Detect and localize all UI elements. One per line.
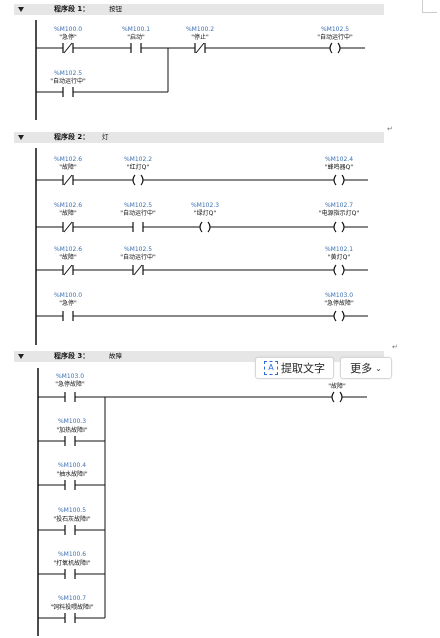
extract-text-button[interactable]: A 提取文字 — [255, 357, 334, 379]
seg3-b1-addr: %M100.4 — [58, 462, 86, 469]
contact-nc-fault-3 — [62, 264, 74, 276]
segment-name: 故障 — [109, 352, 122, 360]
seg3-b4-tag: "饲料投喂故障I" — [50, 603, 94, 611]
seg2-r4-coil-addr: %M103.0 — [325, 292, 353, 299]
seg2-r3-c1-tag: "故障" — [59, 253, 77, 261]
segment-title: 程序段 1： — [54, 5, 90, 13]
seg3-b0-addr: %M100.3 — [58, 418, 86, 425]
seg1-coil-addr: %M102.5 — [321, 26, 349, 33]
coil-estop-fault — [333, 310, 345, 322]
seg2-r2-c3-tag: "绿灯Q" — [194, 209, 216, 217]
seg3-b2-addr: %M100.5 — [58, 507, 86, 514]
segment-title: 程序段 3： — [54, 352, 90, 360]
seg2-r4-coil-tag: "急停故障" — [324, 299, 354, 307]
seg1-c2-addr: %M100.1 — [122, 26, 150, 33]
collapse-triangle-icon[interactable] — [18, 135, 24, 140]
paragraph-mark-icon: ↵ — [387, 125, 393, 133]
seg2-r2-c1-addr: %M102.6 — [54, 202, 82, 209]
seg1-c3-tag: "停止" — [191, 33, 209, 41]
seg3-c1-addr: %M103.0 — [56, 373, 84, 380]
contact-nc-fault-2 — [62, 221, 74, 233]
seg2-r1-coil-addr: %M102.4 — [325, 156, 353, 163]
seg3-b3-tag: "打氧机故障I" — [53, 559, 91, 567]
ocr-icon: A — [264, 361, 278, 375]
seg2-r2-c3-addr: %M102.3 — [191, 202, 219, 209]
seg2-r2-coil-addr: %M102.7 — [325, 202, 353, 209]
seg2-r1-c1-tag: "故障" — [59, 163, 77, 171]
coil-yellow-lamp — [333, 264, 345, 276]
seg2-r3-c2-tag: "自动运行中" — [120, 253, 156, 261]
extract-text-label: 提取文字 — [281, 362, 325, 375]
seg2-r4-c1-addr: %M100.0 — [54, 292, 82, 299]
seg1-coil-tag: "自动运行中" — [317, 33, 353, 41]
seg2-r3-coil-tag: "黄灯Q" — [328, 253, 350, 261]
contact-no-start — [130, 42, 142, 54]
contact-nc-estop — [62, 42, 74, 54]
segment-name: 灯 — [102, 133, 109, 141]
seg2-r2-c2-tag: "自动运行中" — [120, 209, 156, 217]
seg3-coil-tag: "故障" — [328, 382, 346, 390]
seg1-branch-addr: %M102.5 — [54, 70, 82, 77]
coil-red-lamp-inline — [132, 174, 144, 186]
segment-2-header[interactable]: 程序段 2： 灯 — [14, 132, 384, 143]
coil-green-lamp-inline — [199, 221, 211, 233]
collapse-triangle-icon[interactable] — [18, 354, 24, 359]
contact-nc-fault — [62, 174, 74, 186]
seg2-r2-c2-addr: %M102.5 — [124, 202, 152, 209]
seg1-c3-addr: %M100.2 — [186, 26, 214, 33]
page-corner — [422, 0, 437, 13]
seg2-r2-coil-tag: "电源指示灯Q" — [319, 209, 359, 217]
contact-no-estop — [62, 310, 74, 322]
contact-no-auto-run-branch — [62, 86, 74, 98]
segment-name: 按钮 — [109, 5, 122, 13]
contact-no-auto-run — [132, 221, 144, 233]
seg2-r1-coil-tag: "蜂鸣器Q" — [325, 163, 353, 171]
seg2-r1-c1-addr: %M102.6 — [54, 156, 82, 163]
coil-auto-run — [329, 42, 341, 54]
collapse-triangle-icon[interactable] — [18, 7, 24, 12]
segment-title: 程序段 2： — [54, 133, 90, 141]
seg1-c1-addr: %M100.0 — [54, 26, 82, 33]
chevron-down-icon: ⌄ — [375, 363, 382, 373]
contact-nc-auto-run — [132, 264, 144, 276]
coil-fault — [331, 391, 343, 403]
seg3-b4-addr: %M100.7 — [58, 595, 86, 602]
seg1-c1-tag: "急停" — [59, 33, 77, 41]
seg3-b1-tag: "抽水故障I" — [56, 470, 88, 478]
seg3-b0-tag: "加热故障I" — [56, 426, 88, 434]
paragraph-mark-icon: ↵ — [392, 343, 398, 351]
more-label: 更多 — [350, 362, 373, 375]
seg3-b3-addr: %M100.6 — [58, 551, 86, 558]
coil-power-indicator — [333, 221, 345, 233]
seg2-r3-coil-addr: %M102.1 — [325, 246, 353, 253]
segment-3-header[interactable]: 程序段 3： 故障 — [14, 351, 384, 362]
seg2-r1-c2-tag: "红灯Q" — [127, 163, 149, 171]
segment-1-header[interactable]: 程序段 1： 按钮 — [14, 4, 384, 15]
seg3-b2-tag: "投石灰故障I" — [53, 515, 91, 523]
seg2-r1-c2-addr: %M102.2 — [124, 156, 152, 163]
seg1-branch-tag: "自动运行中" — [50, 77, 86, 85]
coil-buzzer — [333, 174, 345, 186]
seg1-c2-tag: "启动" — [127, 33, 145, 41]
more-button[interactable]: 更多 ⌄ — [340, 357, 392, 379]
seg3-c1-tag: "急停故障" — [55, 380, 85, 388]
contact-nc-stop — [194, 42, 206, 54]
seg2-r2-c1-tag: "故障" — [59, 209, 77, 217]
contact-no-estop-fault — [64, 391, 76, 403]
seg2-r3-c1-addr: %M102.6 — [54, 246, 82, 253]
seg2-r4-c1-tag: "急停" — [59, 299, 77, 307]
seg2-r3-c2-addr: %M102.5 — [124, 246, 152, 253]
